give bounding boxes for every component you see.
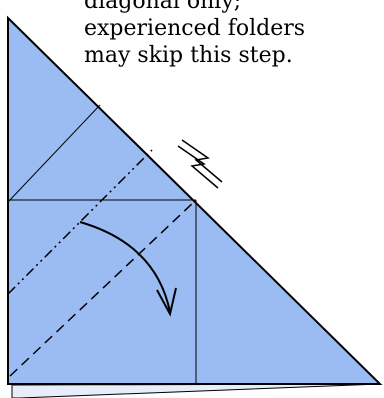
back-layer	[11, 383, 381, 398]
mountain-fold-line	[7, 149, 153, 295]
arrow-icon	[79, 221, 177, 317]
upper-crease	[7, 104, 101, 203]
step-caption: diagonal only; experienced folders may s…	[84, 0, 344, 69]
valley-fold-line	[9, 199, 197, 377]
caption-line-2: experienced folders	[84, 16, 306, 41]
zigzag-icon	[177, 139, 223, 189]
caption-line-3: may skip this step.	[84, 43, 293, 68]
caption-line-1: diagonal only;	[84, 0, 242, 14]
paper-triangle	[7, 15, 383, 385]
